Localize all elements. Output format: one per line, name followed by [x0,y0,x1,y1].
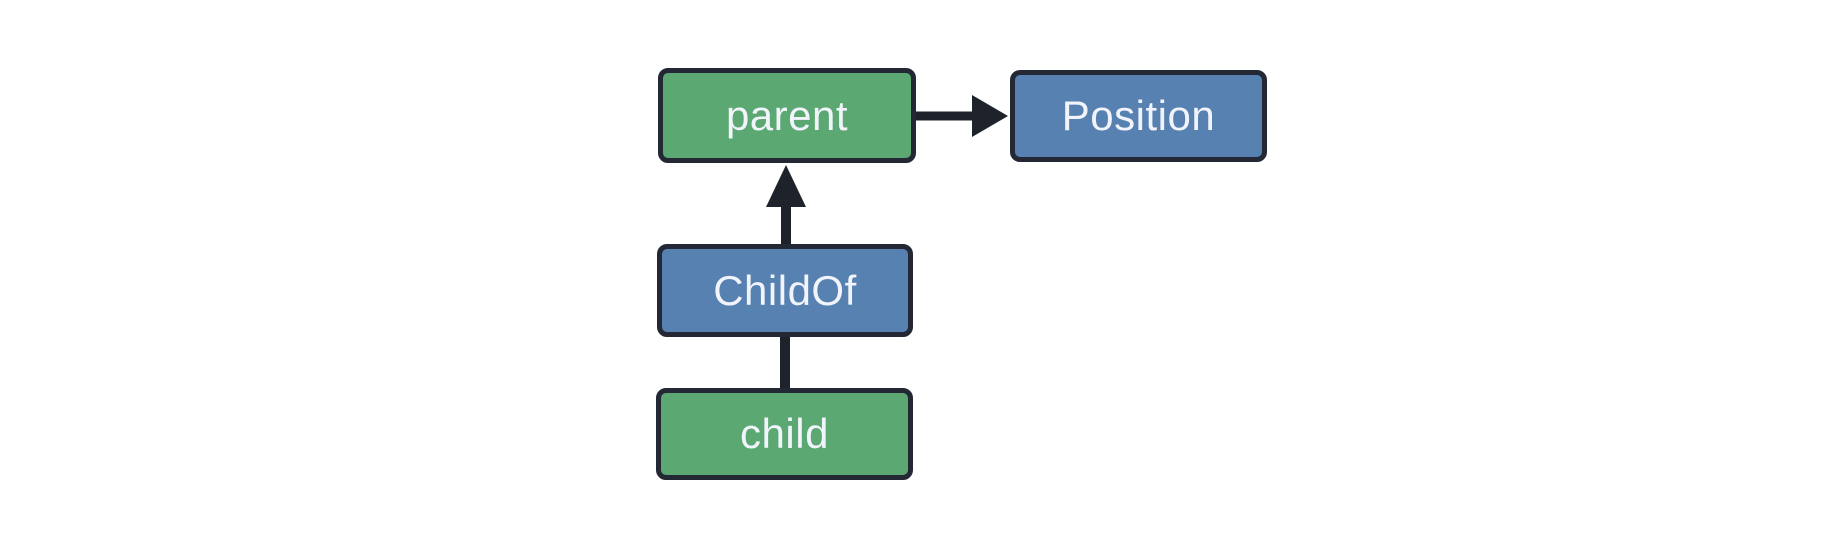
edge-parent-to-position [914,95,1008,137]
node-child: child [656,388,913,480]
node-position: Position [1010,70,1267,162]
node-position-label: Position [1061,92,1216,139]
node-child-label: child [740,410,829,457]
node-childof-label: ChildOf [713,266,857,314]
arrow-up-head [766,165,806,207]
arrow-right-head [972,95,1008,137]
edge-childof-to-parent [766,165,806,245]
node-parent: parent [658,68,916,163]
node-childof: ChildOf [657,244,913,337]
node-parent-label: parent [725,91,849,139]
